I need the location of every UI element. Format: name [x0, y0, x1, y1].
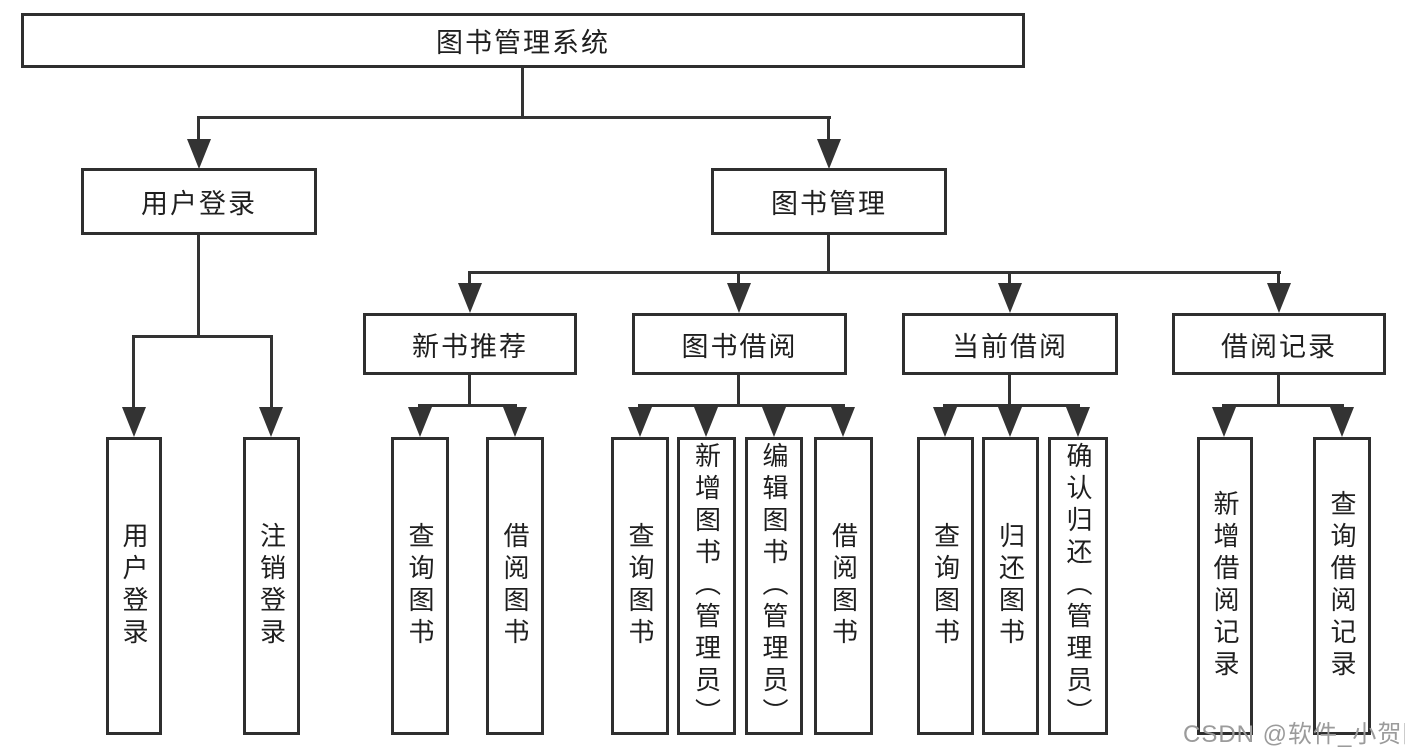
arrow-to-book-borrowing: [727, 283, 751, 313]
node-current-borrowing: 当前借阅: [902, 313, 1118, 375]
arrow-to-leaf-user-login: [122, 407, 146, 437]
node-label: 当前借阅: [952, 331, 1068, 362]
leaf-label: 用户登录: [119, 522, 149, 650]
arrow-to-new-book-recommendation: [458, 283, 482, 313]
leaf-query-books-2: 查询图书: [611, 437, 669, 735]
connector-stem-leaf-logout: [270, 337, 273, 409]
leaf-label: 编辑图书（管理员）: [759, 442, 789, 730]
connector-stem-user-login: [197, 118, 200, 142]
node-book-borrowing: 图书借阅: [632, 313, 847, 375]
leaf-label: 查询图书: [625, 522, 655, 650]
arrow-to-leaf-edit-books: [762, 407, 786, 437]
leaf-label: 新增借阅记录: [1210, 490, 1240, 682]
leaf-query-books-3: 查询图书: [917, 437, 974, 735]
leaf-label: 确认归还（管理员）: [1063, 442, 1093, 730]
leaf-label: 新增图书（管理员）: [691, 442, 722, 730]
leaf-label: 查询借阅记录: [1327, 490, 1357, 682]
arrow-to-leaf-add-books: [694, 407, 718, 437]
connector-stem-book-management: [827, 118, 830, 142]
arrow-to-leaf-query-books-2: [628, 407, 652, 437]
leaf-return-books: 归还图书: [982, 437, 1039, 735]
leaf-label: 查询图书: [930, 522, 961, 650]
connector-new-book-stem: [468, 375, 471, 406]
connector-stem-borrowing-records: [1277, 273, 1280, 285]
connector-borrowing-records-split: [1222, 404, 1344, 407]
node-label: 图书借阅: [681, 331, 798, 362]
connector-borrowing-records-stem: [1277, 375, 1280, 406]
connector-user-login-stem: [197, 235, 200, 337]
node-library-management-system: 图书管理系统: [21, 13, 1025, 68]
node-label: 新书推荐: [412, 331, 528, 362]
connector-root-stem: [521, 68, 524, 118]
arrow-to-user-login: [187, 139, 211, 169]
arrow-to-leaf-confirm-return: [1066, 407, 1090, 437]
connector-stem-current-borrowing: [1008, 273, 1011, 285]
arrow-to-leaf-borrow-books-1: [503, 407, 527, 437]
connector-level1-split: [197, 116, 831, 119]
connector-book-borrowing-stem: [737, 375, 740, 406]
leaf-user-login: 用户登录: [106, 437, 162, 735]
arrow-to-borrowing-records: [1267, 283, 1291, 313]
node-label: 图书管理: [771, 189, 887, 219]
csdn-watermark: CSDN @软件_小贺同学: [1183, 721, 1405, 747]
connector-stem-leaf-user-login: [132, 337, 135, 409]
connector-book-management-stem: [827, 235, 830, 273]
connector-level2-split: [468, 271, 1281, 274]
arrow-to-leaf-query-books-3: [933, 407, 957, 437]
node-new-book-recommendation: 新书推荐: [363, 313, 577, 375]
node-borrowing-records: 借阅记录: [1172, 313, 1386, 375]
arrow-to-leaf-add-record: [1212, 407, 1236, 437]
leaf-add-books-admin: 新增图书（管理员）: [677, 437, 736, 735]
connector-new-book-split: [418, 404, 517, 407]
leaf-label: 借阅图书: [828, 522, 859, 650]
leaf-label: 借阅图书: [500, 522, 530, 650]
leaf-label: 查询图书: [405, 522, 435, 650]
connector-book-borrowing-split: [638, 404, 845, 407]
arrow-to-leaf-borrow-books-2: [831, 407, 855, 437]
leaf-edit-books-admin: 编辑图书（管理员）: [745, 437, 803, 735]
connector-stem-new-book: [468, 273, 471, 285]
arrow-to-leaf-query-books-1: [408, 407, 432, 437]
node-label: 用户登录: [141, 189, 257, 219]
arrow-to-book-management: [817, 139, 841, 169]
connector-current-borrowing-split: [943, 404, 1080, 407]
leaf-logout: 注销登录: [243, 437, 300, 735]
connector-stem-book-borrowing: [737, 273, 740, 285]
arrow-to-leaf-return-books: [998, 407, 1022, 437]
arrow-to-leaf-query-record: [1330, 407, 1354, 437]
node-label: 借阅记录: [1221, 331, 1337, 362]
leaf-add-borrow-record: 新增借阅记录: [1197, 437, 1253, 735]
node-label: 图书管理系统: [436, 28, 610, 58]
leaf-borrow-books-1: 借阅图书: [486, 437, 544, 735]
leaf-confirm-return-admin: 确认归还（管理员）: [1048, 437, 1108, 735]
arrow-to-current-borrowing: [998, 283, 1022, 313]
leaf-query-books-1: 查询图书: [391, 437, 449, 735]
leaf-borrow-books-2: 借阅图书: [814, 437, 873, 735]
connector-user-login-split: [132, 335, 273, 338]
node-book-management: 图书管理: [711, 168, 947, 235]
node-user-login: 用户登录: [81, 168, 317, 235]
leaf-label: 归还图书: [995, 522, 1026, 650]
connector-current-borrowing-stem: [1008, 375, 1011, 406]
leaf-label: 注销登录: [256, 522, 287, 650]
arrow-to-leaf-logout: [259, 407, 283, 437]
leaf-query-borrow-record: 查询借阅记录: [1313, 437, 1371, 735]
